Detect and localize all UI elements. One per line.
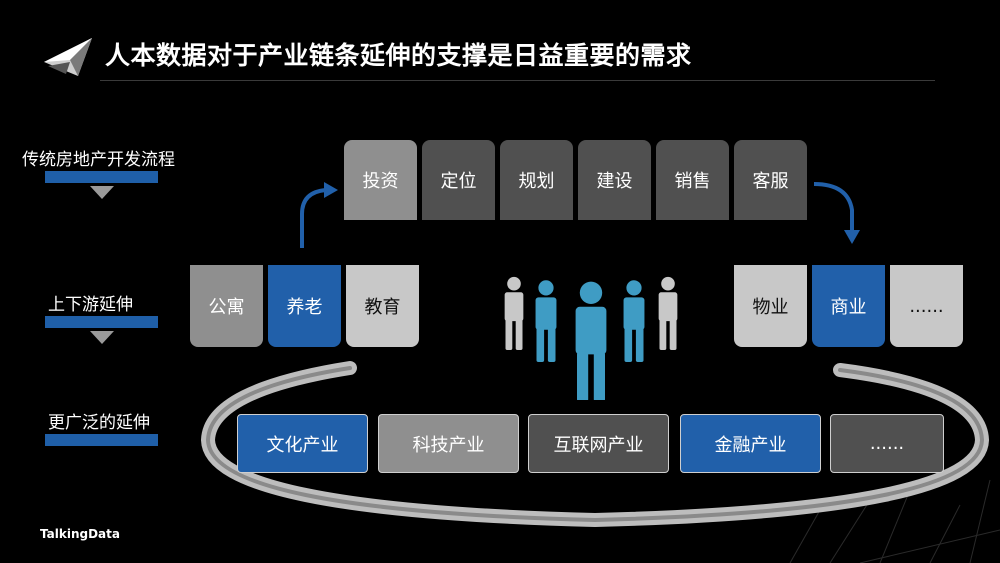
ext-elderly: 养老: [268, 265, 341, 347]
corner-texture-icon: [789, 479, 1000, 563]
logo-mark-icon: [44, 38, 92, 76]
industry-culture: 文化产业: [237, 414, 368, 473]
page-title: 人本数据对于产业链条延伸的支撑是日益重要的需求: [105, 41, 692, 70]
ext-education: 教育: [346, 265, 419, 347]
ext-property: 物业: [734, 265, 807, 347]
row-label-broader: 更广泛的延伸: [48, 413, 150, 433]
ext-apartment: 公寓: [190, 265, 263, 347]
orbit-ring-icon: [200, 361, 990, 528]
row-bar-broader: [45, 434, 158, 446]
step-sales: 销售: [656, 140, 729, 220]
row-label-traditional: 传统房地产开发流程: [22, 150, 175, 170]
row-arrow-upstream: [90, 331, 114, 344]
step-invest: 投资: [344, 140, 417, 220]
title-divider: [100, 80, 935, 81]
step-plan: 规划: [500, 140, 573, 220]
step-position: 定位: [422, 140, 495, 220]
ext-commerce: 商业: [812, 265, 885, 347]
industry-internet: 互联网产业: [528, 414, 669, 473]
industry-more: ......: [830, 414, 944, 473]
row-label-upstream: 上下游延伸: [48, 295, 133, 315]
step-service: 客服: [734, 140, 807, 220]
industry-tech: 科技产业: [378, 414, 519, 473]
row-bar-upstream: [45, 316, 158, 328]
curved-arrow-down-icon: [813, 182, 860, 244]
step-build: 建设: [578, 140, 651, 220]
ext-more: ......: [890, 265, 963, 347]
curved-arrow-up-icon: [300, 182, 338, 248]
row-bar-traditional: [45, 171, 158, 183]
industry-finance: 金融产业: [680, 414, 821, 473]
brand-watermark: TalkingData: [40, 527, 120, 541]
row-arrow-traditional: [90, 186, 114, 199]
